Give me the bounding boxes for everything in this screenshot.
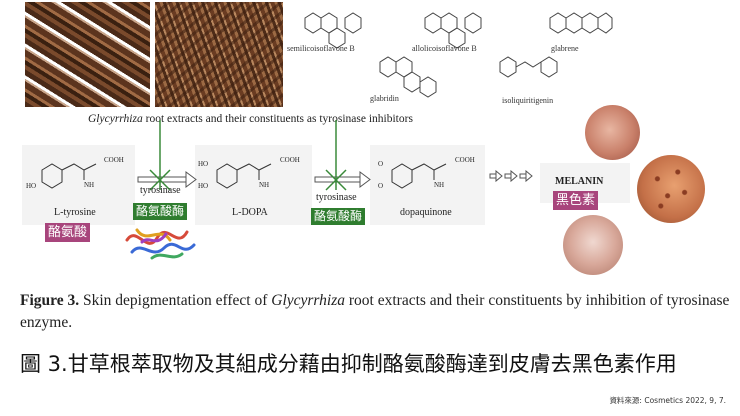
allolicoisoflavone-structure bbox=[424, 12, 482, 49]
l-tyrosine-label: L-tyrosine bbox=[54, 207, 96, 218]
cooh-label: COOH bbox=[455, 156, 475, 164]
ho-label: HO bbox=[198, 160, 209, 168]
inhibition-cross-1 bbox=[149, 120, 171, 191]
glabrene-structure bbox=[549, 12, 613, 34]
l-dopa-label: L-DOPA bbox=[232, 207, 268, 218]
semilicoisoflavone-structure bbox=[304, 12, 362, 49]
isoliquiritigenin-label: isoliquiritigenin bbox=[502, 96, 554, 105]
tyrosinase-label-1: tyrosinase bbox=[140, 185, 181, 196]
enzyme-zh-tag-1: 酪氨酸酶 bbox=[133, 203, 188, 220]
enzyme-zh-tag-2: 酪氨酸酶 bbox=[311, 208, 366, 225]
nh2-label: NH bbox=[434, 181, 445, 189]
arrows-to-melanin bbox=[489, 169, 533, 183]
figure-caption: Figure 3. Skin depigmentation effect of … bbox=[20, 292, 730, 331]
pathway-structures bbox=[41, 163, 447, 189]
skin-photo-1 bbox=[585, 105, 640, 160]
cooh-label: COOH bbox=[104, 156, 124, 164]
licorice-root-photo bbox=[25, 2, 150, 107]
skin-photo-2 bbox=[637, 155, 705, 223]
inhibition-cross-2 bbox=[325, 120, 347, 191]
o-label: O bbox=[378, 160, 384, 168]
tyrosine-zh-tag: 酪氨酸 bbox=[45, 223, 91, 242]
o-label: O bbox=[378, 182, 384, 190]
licorice-chopped-photo bbox=[155, 2, 283, 107]
melanin-label: MELANIN bbox=[555, 176, 604, 187]
glabrene-label: glabrene bbox=[551, 44, 579, 53]
l-dopa-box bbox=[195, 145, 312, 225]
tyrosinase-protein-image bbox=[125, 228, 196, 260]
isoliquiritigenin-structure bbox=[499, 56, 558, 78]
dopaquinone-label: dopaquinone bbox=[400, 207, 452, 218]
skin-photo-3 bbox=[563, 215, 623, 275]
pathway-arrows bbox=[137, 120, 533, 191]
allolicoisoflavone-label: allolicoisoflavone B bbox=[412, 44, 477, 53]
ho-label: HO bbox=[26, 182, 37, 190]
glabridin-structure bbox=[379, 56, 437, 98]
cooh-label: COOH bbox=[280, 156, 300, 164]
tyrosinase-label-2: tyrosinase bbox=[316, 192, 357, 203]
source-note: 資料來源: Cosmetics 2022, 9, 7. bbox=[609, 396, 726, 405]
l-tyrosine-box bbox=[22, 145, 135, 225]
nh2-label: NH bbox=[259, 181, 270, 189]
glabridin-label: glabridin bbox=[370, 94, 399, 103]
zh-title: 圖 3.甘草根萃取物及其組成分藉由抑制酪氨酸酶達到皮膚去黑色素作用 bbox=[20, 352, 677, 376]
dopaquinone-box bbox=[370, 145, 485, 225]
semilicoisoflavone-label: semilicoisoflavone B bbox=[287, 44, 355, 53]
diagram-header: Glycyrrhiza root extracts and their cons… bbox=[88, 113, 413, 125]
nh2-label: NH bbox=[84, 181, 95, 189]
ho-label: HO bbox=[198, 182, 209, 190]
melanin-zh-tag: 黑色素 bbox=[553, 191, 599, 210]
constituent-structures bbox=[304, 12, 613, 98]
